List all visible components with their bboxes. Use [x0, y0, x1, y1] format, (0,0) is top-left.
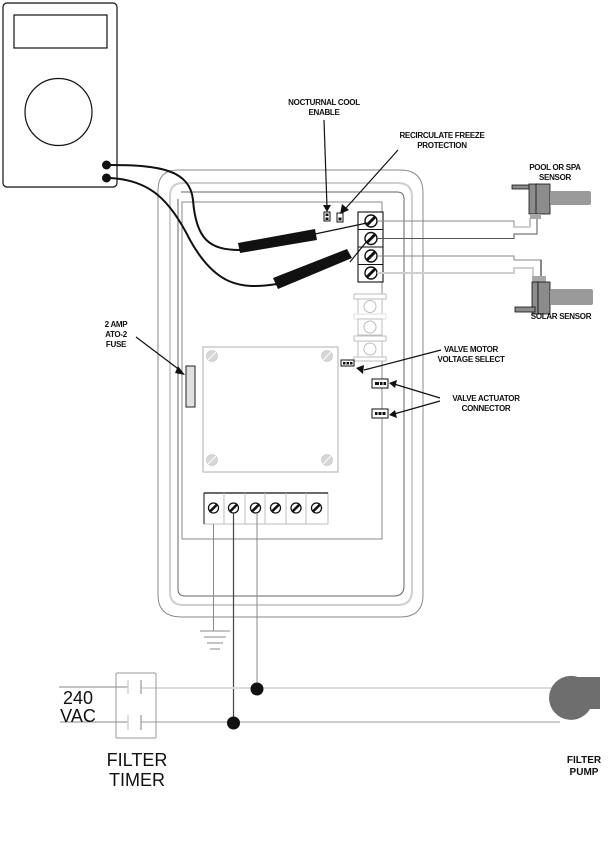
valve-actuator-connector-1 [372, 379, 388, 388]
supply-voltage-label-line1: 240 [63, 688, 93, 708]
valve-actuator-connector-2 [372, 409, 388, 418]
fuse-label-line1: 2 AMP [105, 320, 129, 329]
valve-motor-voltage-label-line2: VOLTAGE SELECT [437, 355, 504, 364]
pool-spa-sensor [512, 184, 591, 219]
multimeter-display [14, 15, 107, 48]
fuse [186, 366, 195, 407]
fuse-label-line3: FUSE [106, 340, 127, 349]
junction-dot [227, 717, 240, 730]
recirculate-freeze-jumper [337, 213, 343, 222]
recirculate-freeze-label-line1: RECIRCULATE FREEZE [399, 131, 485, 140]
recirculate-freeze-label-line2: PROTECTION [417, 141, 467, 150]
filter-timer-label-line2: TIMER [109, 770, 165, 790]
sensor-wires [377, 218, 541, 277]
filter-timer-label-line1: FILTER [107, 750, 168, 770]
valve-motor-voltage-label-line1: VALVE MOTOR [444, 345, 499, 354]
nocturnal-cool-jumper [324, 212, 330, 221]
filter-pump-label-line2: PUMP [570, 767, 599, 778]
relay [364, 343, 376, 355]
relay [364, 301, 376, 313]
filter-pump-label-line1: FILTER [567, 755, 602, 766]
multimeter [3, 3, 117, 187]
probe-jack-common [102, 174, 111, 183]
pool-spa-sensor-label-line2: SENSOR [539, 173, 572, 182]
test-probe-red [238, 229, 317, 253]
probe-jack-positive [102, 161, 111, 170]
filter-timer [116, 673, 156, 738]
fuse-label-line2: ATO-2 [105, 330, 128, 339]
transformer-plate [203, 347, 338, 472]
valve-actuator-label-line2: CONNECTOR [462, 404, 511, 413]
relay-stack [354, 294, 386, 361]
supply-voltage-label-line2: VAC [60, 706, 96, 726]
valve-motor-voltage-jumper [341, 360, 354, 366]
test-probe-black [273, 249, 352, 289]
valve-actuator-label-line1: VALVE ACTUATOR [452, 394, 520, 403]
ground-wire [200, 524, 230, 649]
solar-sensor [515, 276, 593, 314]
nocturnal-cool-label-line1: NOCTURNAL COOL [288, 98, 360, 107]
nocturnal-cool-label-line2: ENABLE [308, 108, 340, 117]
power-terminal-block [204, 493, 328, 524]
solar-sensor-label: SOLAR SENSOR [531, 312, 592, 321]
relay [364, 321, 376, 333]
multimeter-dial [25, 79, 92, 146]
filter-pump-icon [549, 676, 600, 720]
junction-dot [251, 683, 264, 696]
pool-spa-sensor-label-line1: POOL OR SPA [529, 163, 581, 172]
